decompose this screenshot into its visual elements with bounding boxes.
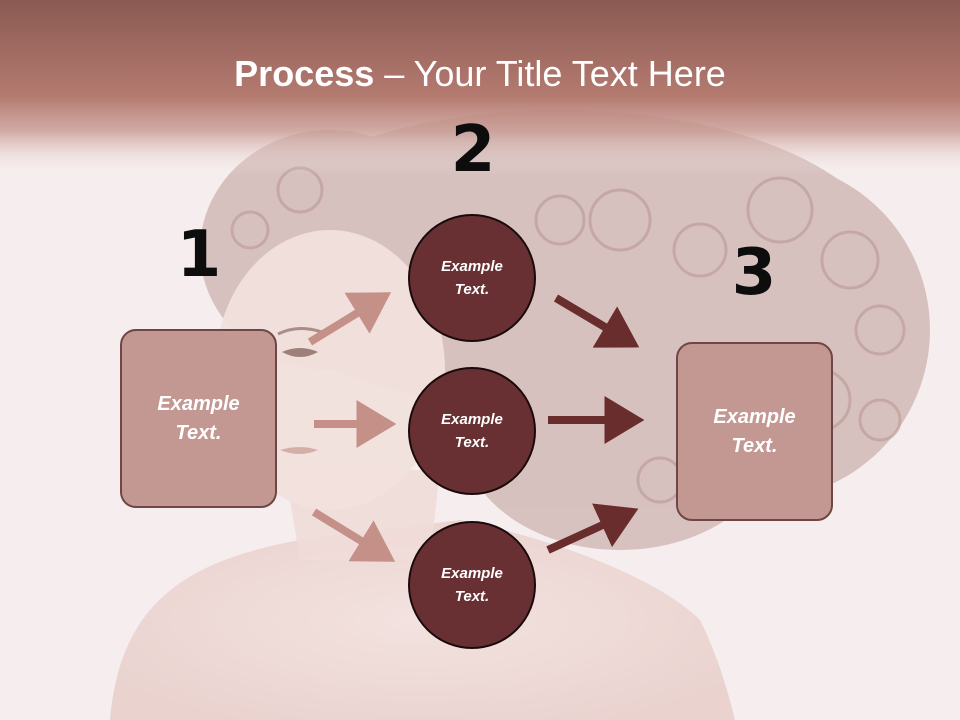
- title-rest: – Your Title Text Here: [374, 53, 726, 94]
- step-2-circle-bottom: Example Text.: [408, 521, 536, 649]
- slide-title: Process – Your Title Text Here: [0, 52, 960, 96]
- step-3-box: Example Text.: [676, 342, 833, 521]
- step-3-label: Example Text.: [713, 405, 796, 457]
- step-2-circle-top: Example Text.: [408, 214, 536, 342]
- step-number-1: 1: [176, 218, 222, 292]
- step-2-label-bottom: Example Text.: [441, 565, 503, 605]
- step-2-label-middle: Example Text.: [441, 411, 503, 451]
- arrow-1-to-2-top: [307, 292, 392, 346]
- step-1-label: Example Text.: [157, 392, 240, 444]
- arrow-1-to-2-bottom: [311, 508, 396, 562]
- arrow-2-to-3-bottom: [546, 503, 639, 554]
- step-number-3: 3: [731, 236, 777, 310]
- step-2-label-top: Example Text.: [441, 258, 503, 298]
- step-number-2: 2: [450, 113, 496, 187]
- title-bold: Process: [234, 53, 375, 94]
- step-2-circle-middle: Example Text.: [408, 367, 536, 495]
- step-1-box: Example Text.: [120, 329, 277, 508]
- arrow-2-to-3-top: [553, 294, 640, 348]
